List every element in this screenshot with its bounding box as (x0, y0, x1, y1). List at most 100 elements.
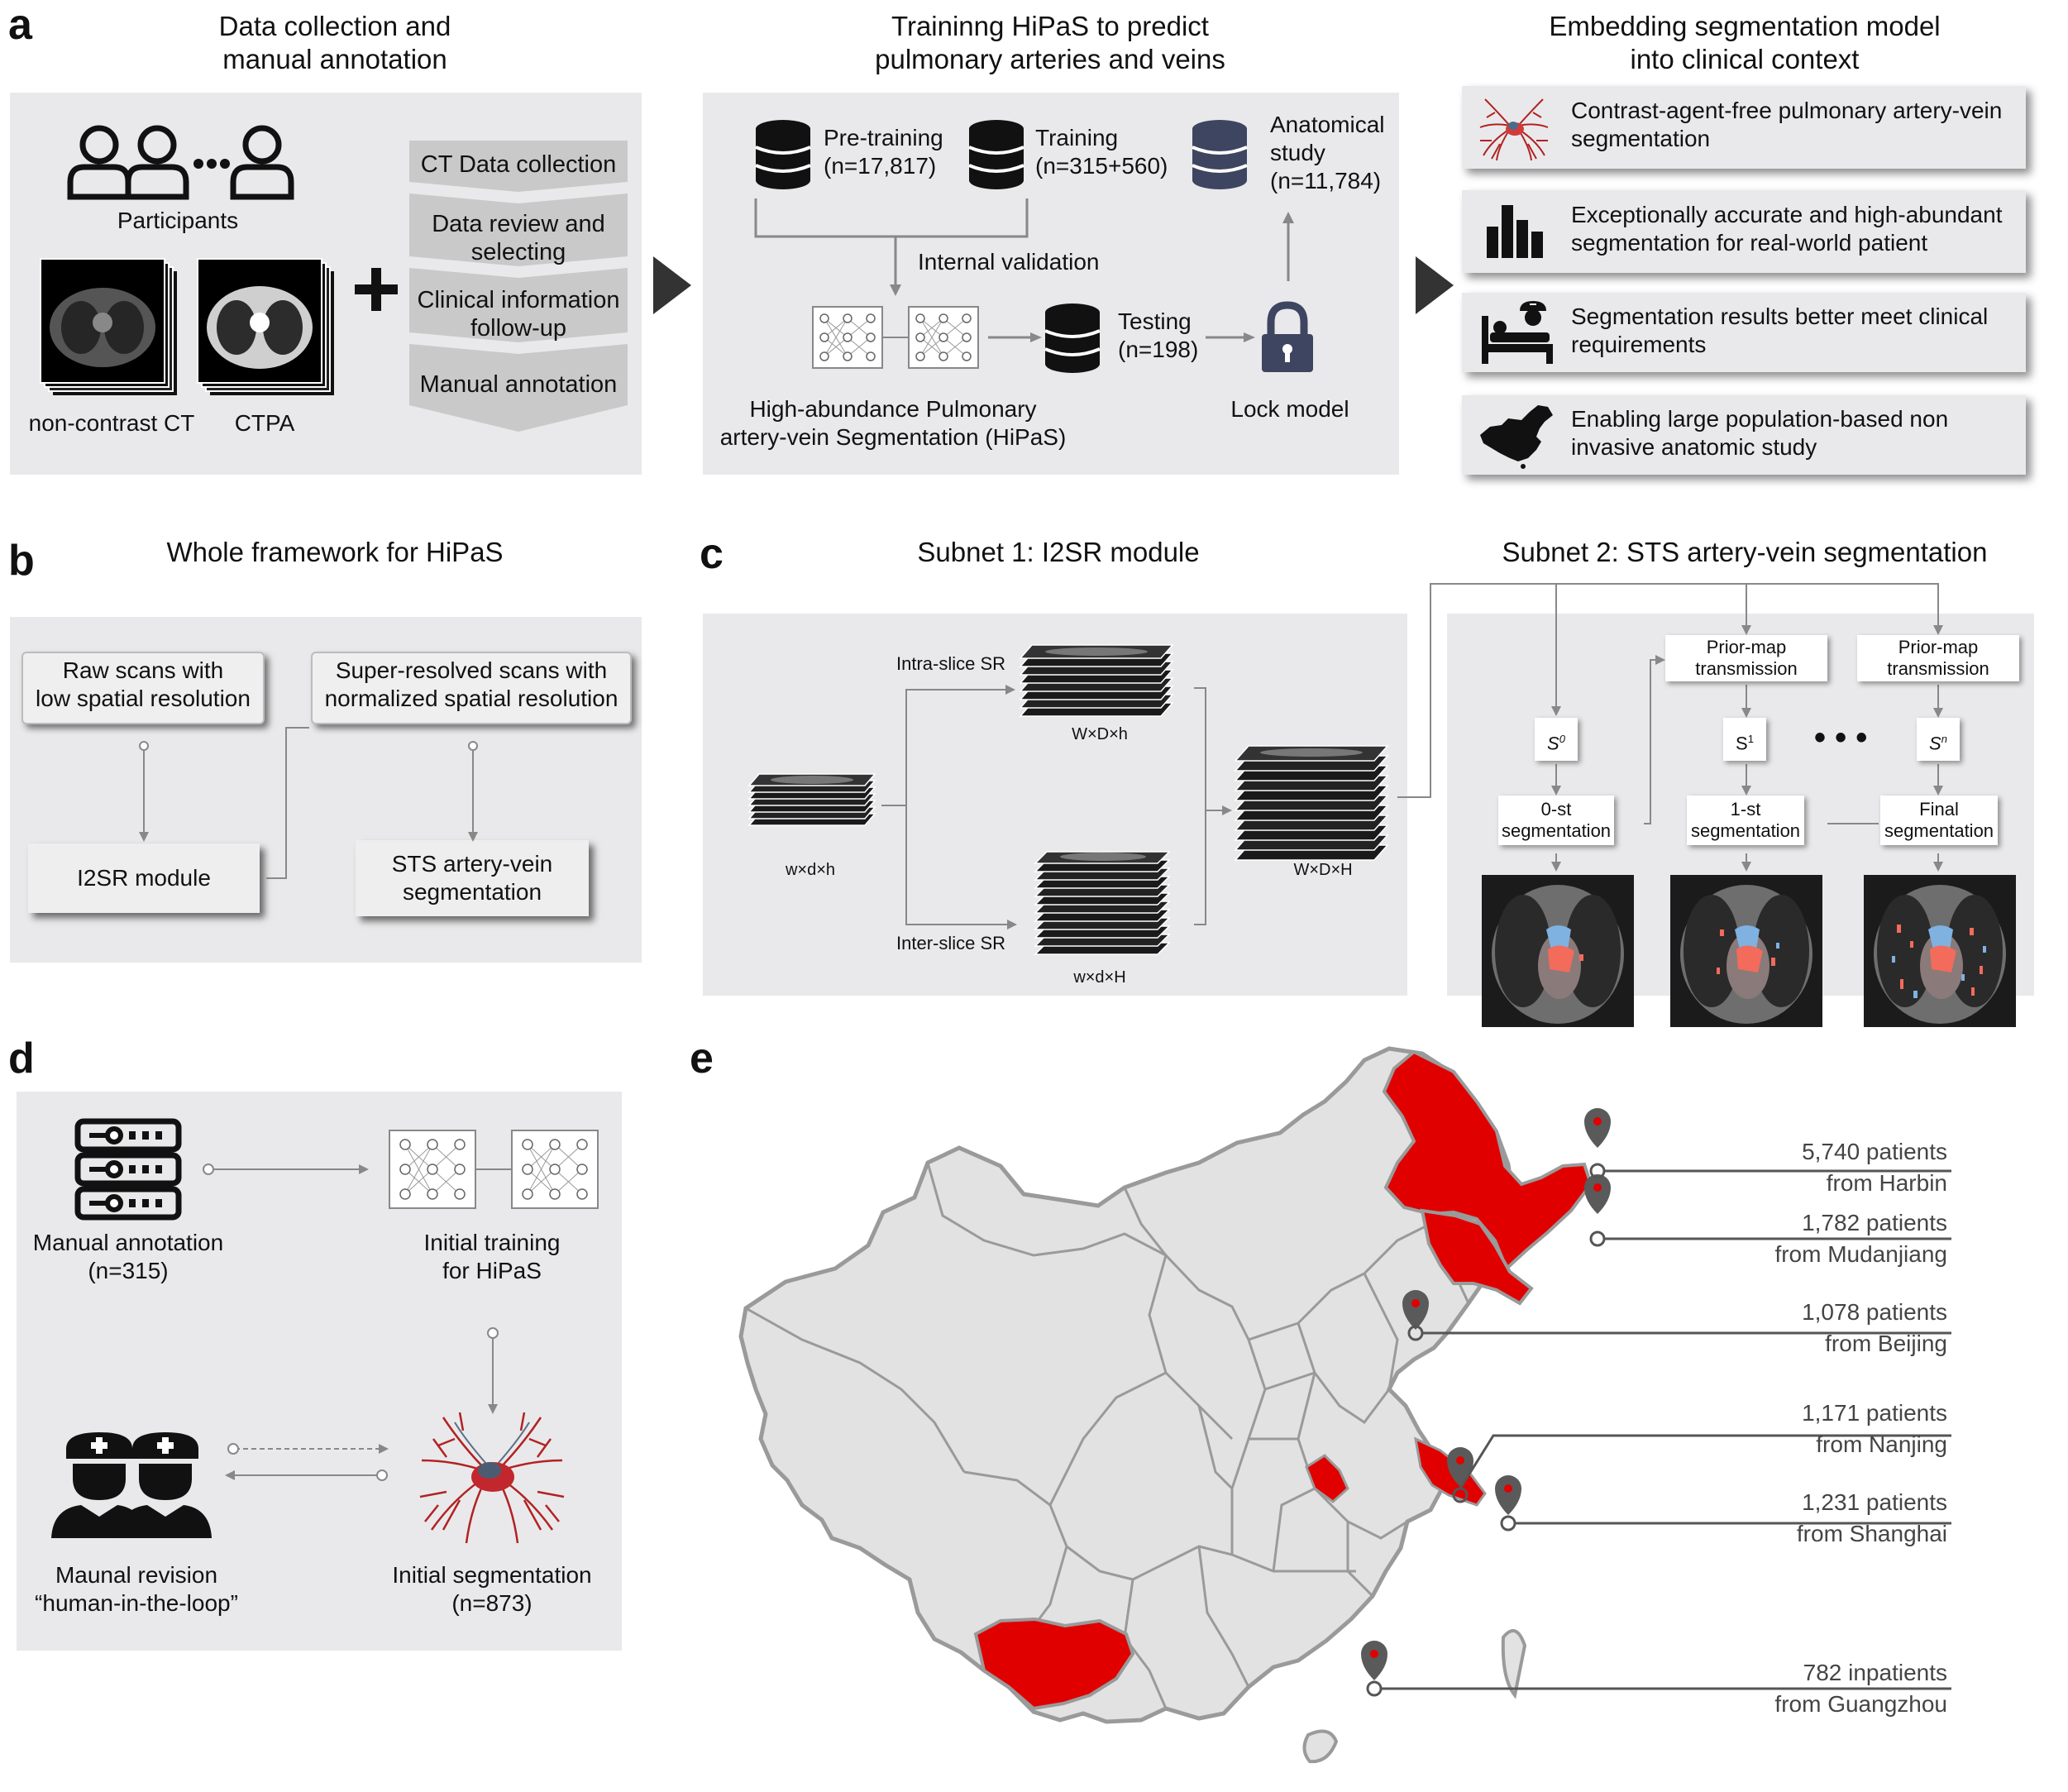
participants-label: Participants (117, 208, 239, 233)
s-superscript: n (1941, 733, 1947, 745)
dim-label-WDh: W×D×h (1072, 725, 1128, 743)
text-line: (n=315+560) (1035, 153, 1168, 179)
state-s0: S0 (1535, 718, 1578, 761)
dim-label-wdh: w×d×h (785, 861, 836, 879)
site-city: from Nanjing (1816, 1431, 1947, 1457)
pretraining-label: Pre-training (n=17,817) (824, 124, 943, 180)
site-label-harbin: 5,740 patients from Harbin (1802, 1136, 1947, 1199)
prior-map-box-2: Prior-map transmission (1857, 635, 2019, 681)
text-line: (n=873) (451, 1590, 533, 1616)
text-line: Raw scans with (62, 657, 224, 683)
lock-icon (1262, 301, 1313, 372)
text-line: (n=17,817) (824, 153, 937, 179)
database-icon-pretraining (755, 120, 811, 189)
site-label-shanghai: 1,231 patients from Shanghai (1797, 1487, 1947, 1550)
site-city: from Shanghai (1796, 1521, 1947, 1546)
flow-arrow-right (653, 256, 691, 314)
china-map (738, 1046, 1951, 1764)
text-line: Segmentation results better meet clinica… (1571, 303, 1989, 329)
lung-vessel-icon (1479, 98, 1549, 161)
hipas-name-label: High-abundance Pulmonary artery-vein Seg… (711, 395, 1075, 452)
text-line: “human-in-the-loop” (35, 1590, 238, 1616)
text-line: Exceptionally accurate and high-abundant (1571, 202, 2003, 227)
seg-box-1st: 1-st segmentation (1687, 796, 1804, 845)
site-city: from Beijing (1825, 1331, 1947, 1356)
text-line: Initial training (423, 1230, 561, 1255)
text-line: 0-st (1540, 799, 1572, 820)
super-resolved-card: Super-resolved scans with normalized spa… (311, 652, 632, 724)
text-line: segmentation (1884, 820, 1994, 841)
title-line: Embedding segmentation model (1549, 11, 1941, 41)
benefit-card-population (1462, 395, 2026, 475)
benefit-card-accurate (1462, 190, 2026, 273)
text-line: segmentation (402, 879, 542, 905)
text-line: Enabling large population-based non (1571, 406, 1949, 432)
training-box (703, 93, 1399, 475)
dim-label-wdH: w×d×H (1073, 968, 1126, 987)
non-contrast-ct-label: non-contrast CT (28, 410, 195, 436)
text-line: (n=11,784) (1270, 168, 1382, 194)
stack-WDh (1019, 644, 1174, 717)
lung-vessel-3d-icon (419, 1412, 565, 1544)
text-line: Training (1035, 125, 1119, 151)
text-line: Contrast-agent-free pulmonary artery-vei… (1571, 98, 2003, 123)
state-sn: Sn (1917, 718, 1960, 761)
title-line: Data collection and (218, 11, 451, 41)
title-line: manual annotation (222, 44, 447, 74)
database-icon-training (968, 120, 1024, 189)
location-pins (1361, 1108, 1611, 1680)
testing-label: Testing (n=198) (1118, 308, 1198, 364)
patient-count: 1,231 patients (1802, 1489, 1947, 1515)
site-city: from Mudanjiang (1774, 1241, 1947, 1267)
s-symbol: S (1736, 733, 1748, 754)
neural-network-icon-pair (389, 1130, 599, 1209)
server-annotation-icon (74, 1118, 182, 1221)
text-line: segmentation (1571, 126, 1711, 151)
benefit-text-contrast-free: Contrast-agent-free pulmonary artery-vei… (1571, 97, 2002, 153)
text-line: artery-vein Segmentation (HiPaS) (719, 424, 1067, 450)
state-s1: S1 (1723, 718, 1766, 761)
text-line: Anatomical (1270, 112, 1385, 137)
panel-a-col3-title: Embedding segmentation model into clinic… (1480, 10, 2009, 76)
inter-slice-label: Inter-slice SR (896, 933, 1006, 953)
anatomical-label: Anatomical study (n=11,784) (1270, 111, 1385, 195)
subnet1-title: Subnet 1: I2SR module (917, 537, 1200, 567)
participants-icon (67, 125, 294, 200)
panel-c-letter: c (700, 530, 724, 578)
text-line: segmentation (1501, 820, 1612, 841)
doctors-icon (51, 1432, 212, 1538)
initial-training-label: Initial training for HiPaS (397, 1229, 587, 1285)
text-line: Initial segmentation (392, 1562, 592, 1588)
seg-box-final: Final segmentation (1880, 796, 1998, 845)
sts-segmentation-box: STS artery-vein segmentation (356, 840, 589, 916)
s-symbol: S (1929, 733, 1941, 754)
text-line: for HiPaS (442, 1258, 542, 1283)
step-ct-data-collection: CT Data collection (420, 151, 617, 178)
human-in-loop-connectors (203, 1164, 499, 1481)
text-line: low spatial resolution (36, 686, 251, 711)
title-line: into clinical context (1630, 44, 1860, 74)
flow-arrow-right (1416, 256, 1454, 314)
site-label-guangzhou: 782 inpatients from Guangzhou (1774, 1657, 1947, 1720)
text-line: STS artery-vein (391, 851, 553, 877)
text-line: Pre-training (824, 125, 943, 151)
step-data-review: Data review and selecting (432, 211, 605, 265)
text-line: Prior-map (1706, 637, 1787, 657)
text-line: requirements (1571, 332, 1707, 357)
panel-a-col2-title: Traininng HiPaS to predict pulmonary art… (819, 10, 1282, 76)
panel-b-letter: b (8, 537, 35, 585)
training-flow-lines (754, 198, 1294, 342)
panel-e-letter: e (690, 1035, 714, 1082)
text-line: invasive anatomic study (1571, 434, 1817, 460)
ct-segmentation-image-1 (1670, 875, 1822, 1027)
manual-revision-label: Maunal revision “human-in-the-loop” (25, 1561, 248, 1618)
s-superscript: 1 (1747, 733, 1754, 745)
database-icon-anatomical (1192, 120, 1248, 189)
text-line: normalized spatial resolution (324, 686, 618, 711)
panel-b-title: Whole framework for HiPaS (166, 537, 504, 567)
panel-a-col1-title: Data collection and manual annotation (165, 10, 504, 76)
training-label: Training (n=315+560) (1035, 124, 1168, 180)
site-label-beijing: 1,078 patients from Beijing (1802, 1297, 1947, 1360)
ctpa-stack (197, 258, 334, 395)
text-line: 1-st (1730, 799, 1761, 820)
